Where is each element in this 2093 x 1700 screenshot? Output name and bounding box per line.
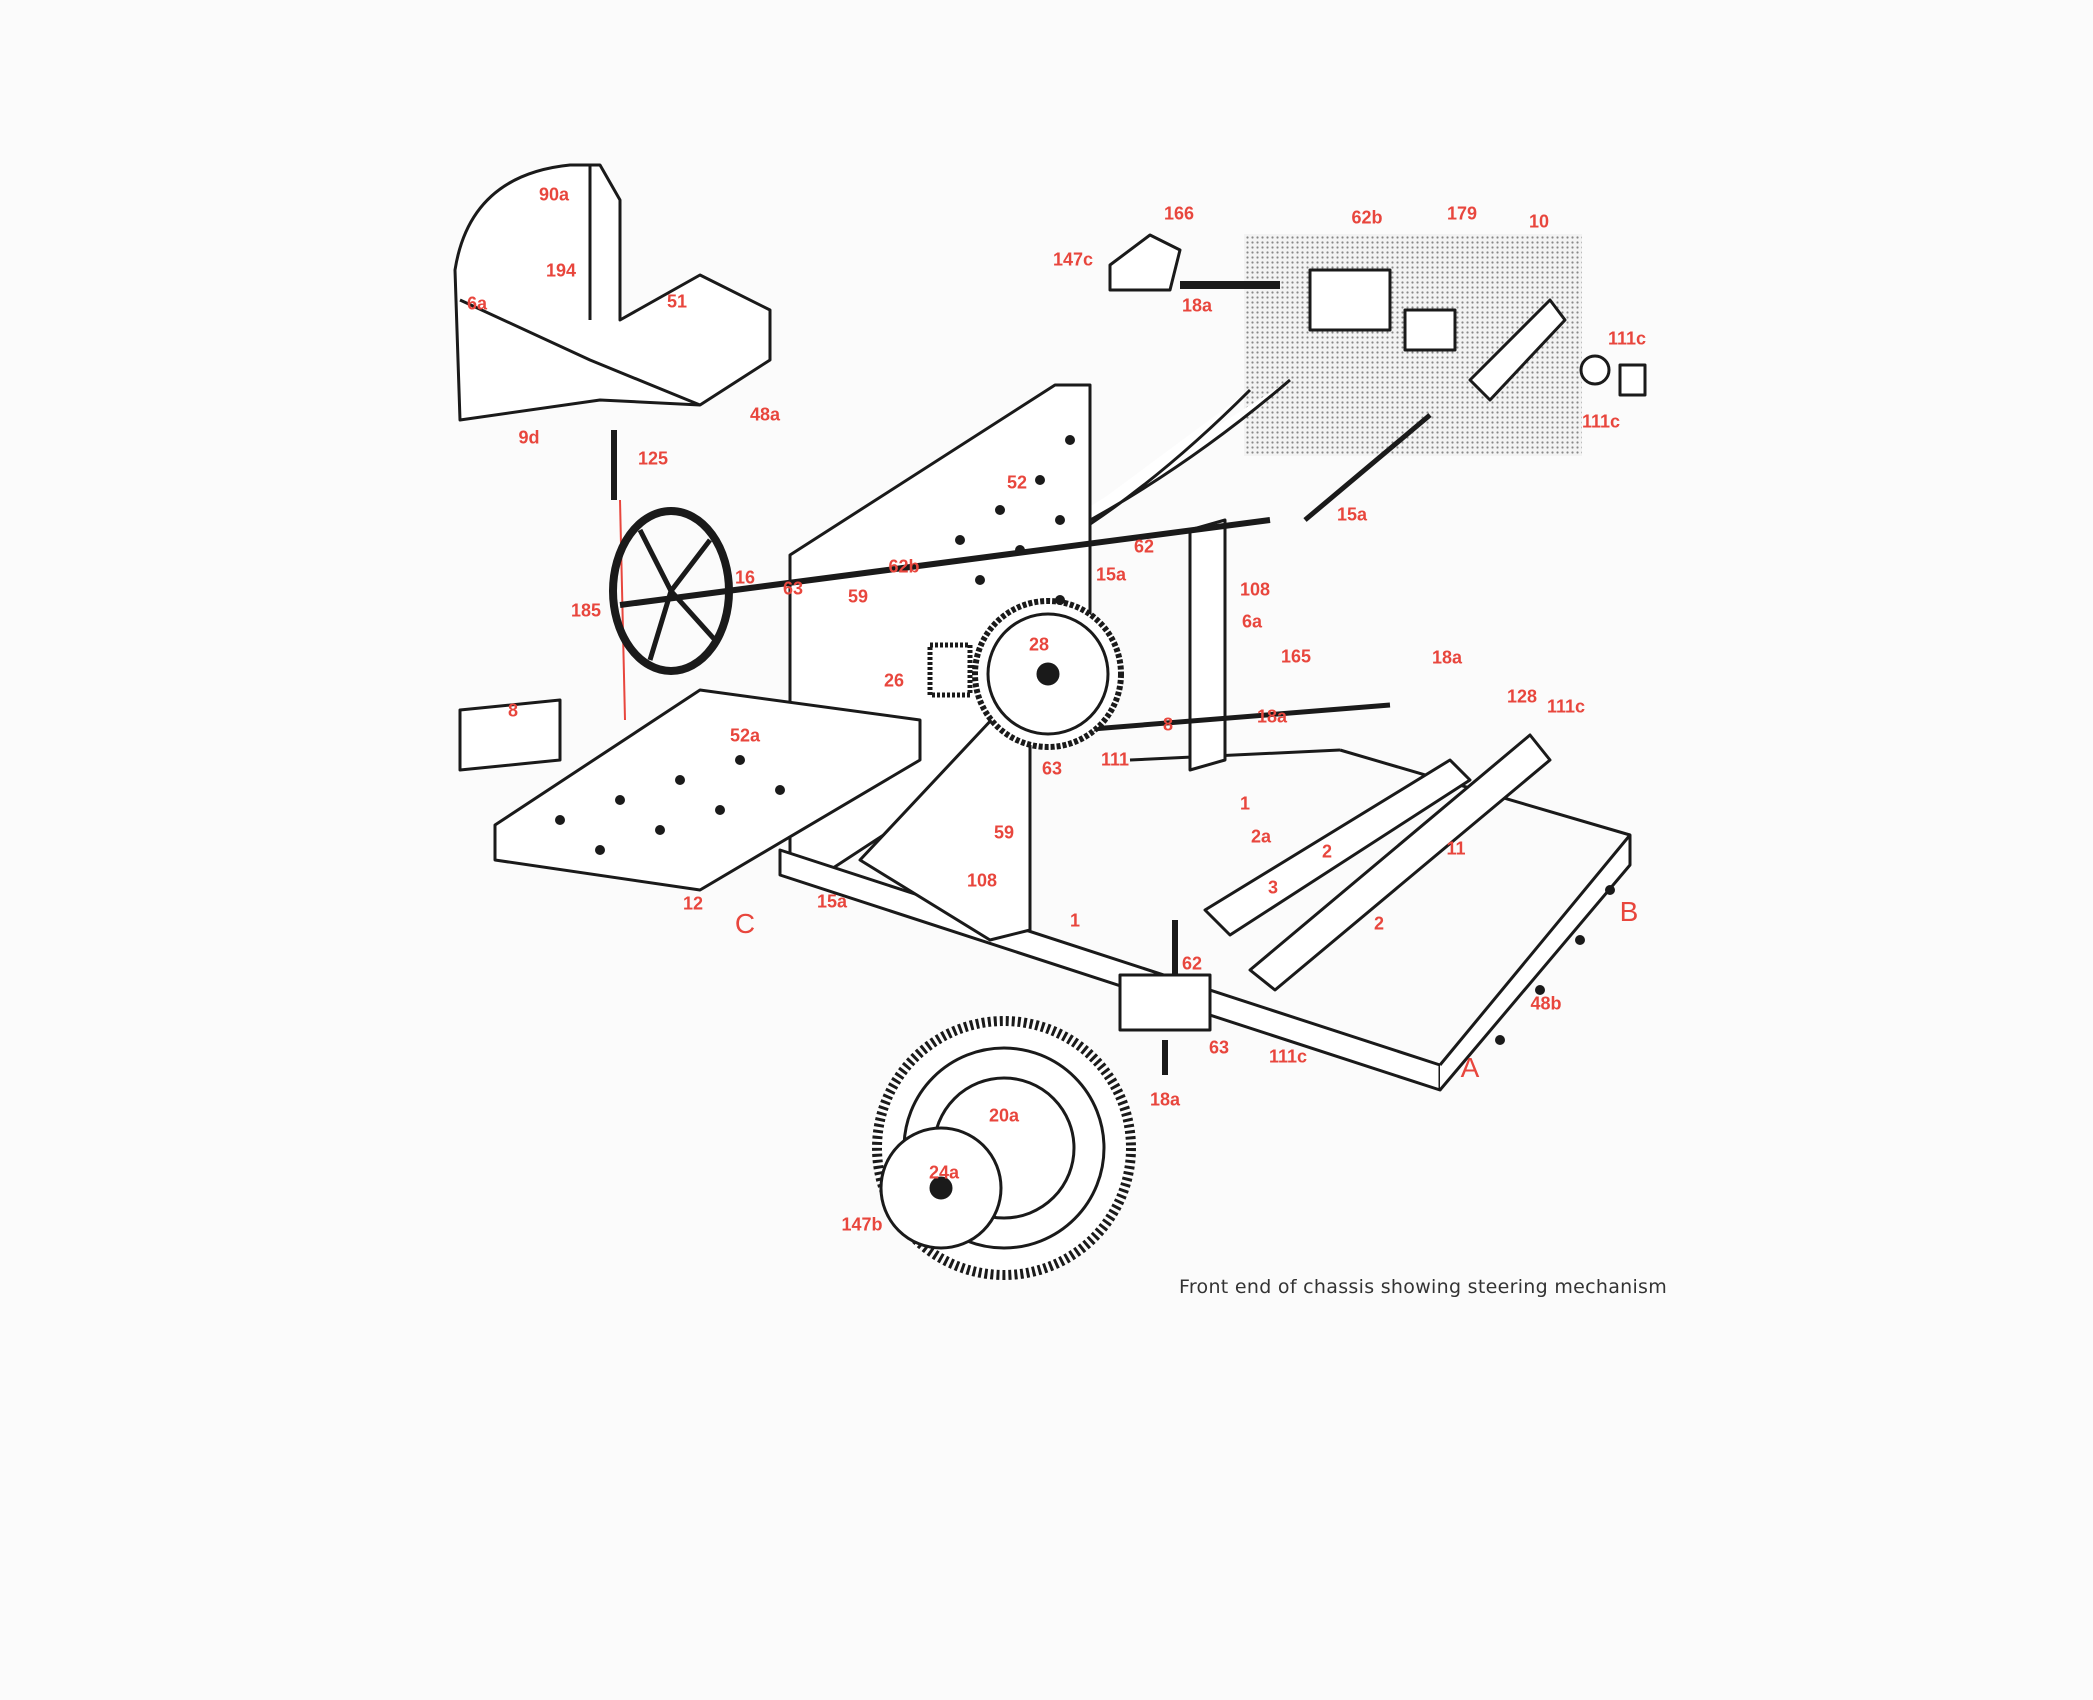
part-label: 12 bbox=[682, 893, 704, 914]
part-label: 6a bbox=[466, 293, 488, 314]
angle-girder-8 bbox=[458, 698, 562, 772]
part-label: 194 bbox=[545, 260, 577, 281]
floor-plate-52a bbox=[493, 688, 922, 892]
part-label: 28 bbox=[1028, 634, 1050, 655]
part-label: 111c bbox=[1268, 1046, 1308, 1067]
part-label: 111c bbox=[1607, 328, 1647, 349]
part-label: 63 bbox=[1041, 758, 1063, 779]
part-label: 2 bbox=[1321, 841, 1333, 862]
pinion-26 bbox=[927, 642, 973, 698]
part-label: 15a bbox=[1095, 564, 1127, 585]
part-label: 8 bbox=[507, 700, 519, 721]
part-label: 8 bbox=[1162, 714, 1174, 735]
part-label: 147c bbox=[1052, 249, 1094, 270]
part-label: 90a bbox=[538, 184, 570, 205]
part-label: 1 bbox=[1239, 793, 1251, 814]
part-label: 185 bbox=[570, 600, 602, 621]
part-label: 111c bbox=[1581, 411, 1621, 432]
part-label: 128 bbox=[1506, 686, 1538, 707]
part-label: 6a bbox=[1241, 611, 1263, 632]
part-label: 26 bbox=[883, 670, 905, 691]
part-label: 63 bbox=[1208, 1037, 1230, 1058]
part-label: 108 bbox=[966, 870, 998, 891]
part-label: 16 bbox=[734, 567, 756, 588]
figure-caption: Front end of chassis showing steering me… bbox=[1179, 1276, 1668, 1298]
part-label: 48a bbox=[749, 404, 781, 425]
part-label: 165 bbox=[1280, 646, 1312, 667]
part-label: 179 bbox=[1446, 203, 1478, 224]
part-label: 10 bbox=[1528, 211, 1550, 232]
part-label: 11 bbox=[1446, 838, 1466, 859]
part-label: 52a bbox=[729, 725, 761, 746]
flanged-plate-bracket bbox=[453, 163, 772, 422]
part-label: 15a bbox=[1336, 504, 1368, 525]
part-label: 15a bbox=[816, 891, 848, 912]
part-label: 147b bbox=[841, 1214, 883, 1235]
part-label: 18a bbox=[1256, 706, 1288, 727]
part-label: 1 bbox=[1069, 910, 1081, 931]
point-label-a: A bbox=[1460, 1052, 1480, 1083]
strip-2 bbox=[1203, 758, 1472, 937]
part-label: 3 bbox=[1267, 877, 1279, 898]
part-label: 24a bbox=[928, 1162, 960, 1183]
part-label: 62b bbox=[888, 556, 920, 577]
steering-wheel bbox=[609, 507, 733, 675]
part-label: 166 bbox=[1163, 203, 1195, 224]
part-label: 62b bbox=[1351, 207, 1383, 228]
part-label: 18a bbox=[1181, 295, 1213, 316]
part-label: 48b bbox=[1530, 993, 1562, 1014]
part-label: 51 bbox=[666, 291, 688, 312]
double-bracket-108 bbox=[858, 698, 1032, 942]
point-label-b: B bbox=[1619, 896, 1639, 927]
part-label: 2 bbox=[1373, 913, 1385, 934]
part-label: 62 bbox=[1181, 953, 1203, 974]
part-label: 18a bbox=[1149, 1089, 1181, 1110]
part-label: 62 bbox=[1133, 536, 1155, 557]
part-label: 59 bbox=[993, 822, 1015, 843]
part-label: 9d bbox=[518, 427, 540, 448]
part-label: 111c bbox=[1546, 696, 1586, 717]
part-label: 125 bbox=[637, 448, 669, 469]
chassis-girder bbox=[778, 848, 1442, 1092]
part-label: 63 bbox=[782, 578, 804, 599]
part-label: 111 bbox=[1100, 749, 1130, 770]
part-label: 52 bbox=[1006, 472, 1028, 493]
part-label: 18a bbox=[1431, 647, 1463, 668]
part-label: 20a bbox=[988, 1105, 1020, 1126]
part-label: 2a bbox=[1250, 826, 1272, 847]
part-label: 59 bbox=[847, 586, 869, 607]
part-label: 108 bbox=[1239, 579, 1271, 600]
point-label-c: C bbox=[734, 908, 756, 939]
